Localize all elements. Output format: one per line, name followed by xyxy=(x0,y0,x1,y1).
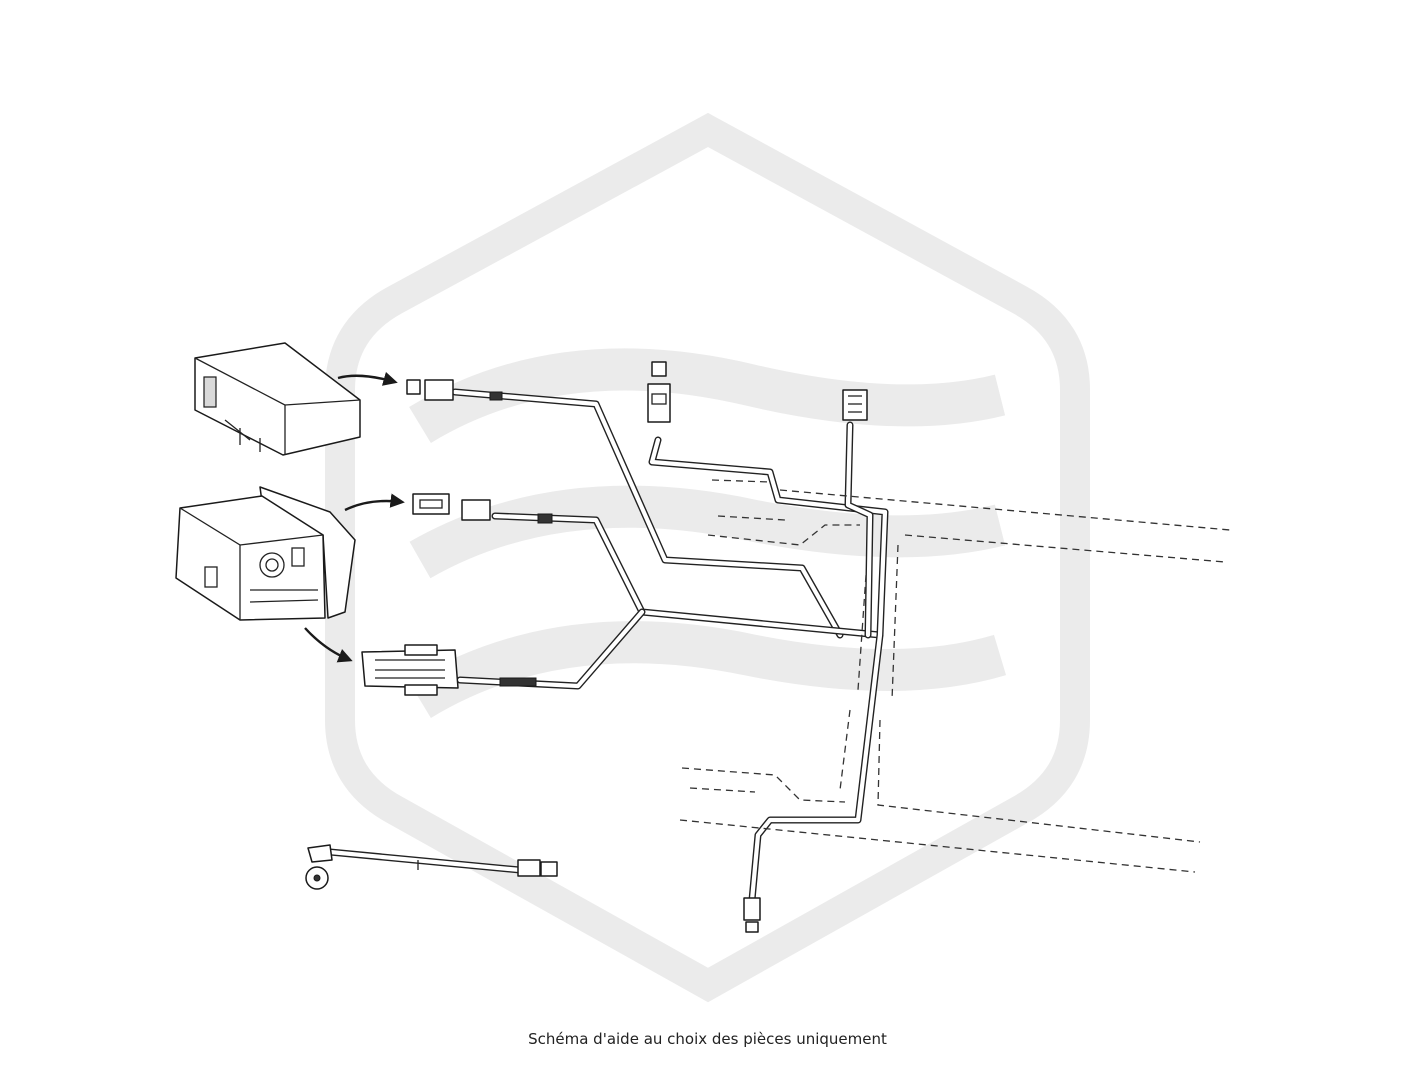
control-module xyxy=(194,342,361,456)
head-unit xyxy=(175,486,356,621)
diagram-caption: Schéma d'aide au choix des pièces unique… xyxy=(528,1030,887,1048)
connection-arrows xyxy=(304,371,405,663)
leader-lines xyxy=(679,479,1231,873)
connectors xyxy=(361,361,868,933)
watermark-logo xyxy=(325,112,1090,1003)
speaker-disc xyxy=(305,866,329,890)
antenna-cable xyxy=(307,844,558,877)
